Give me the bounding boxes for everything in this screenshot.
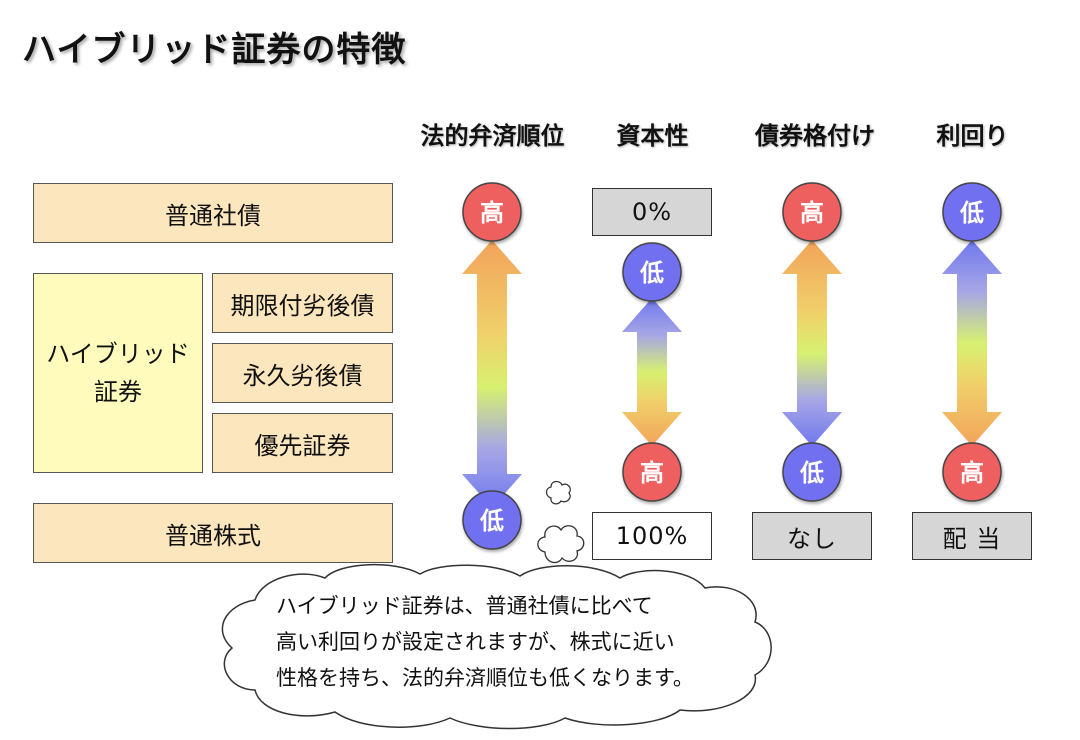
- perpetual-subordinated-bond-box: 永久劣後債: [212, 343, 393, 403]
- hybrid-label-line2: 証券: [94, 378, 142, 406]
- legal-priority-high-label: 高: [480, 199, 504, 227]
- bond-rating-high-label: 高: [800, 199, 824, 227]
- bond-rating-arrow: [782, 240, 842, 446]
- bond-rating-low-marker: 低: [782, 442, 842, 502]
- bubble-line-3: 性格を持ち、法的弁済順位も低くなります。: [276, 666, 694, 690]
- ordinary-bond-box: 普通社債: [33, 183, 393, 243]
- header-capital: 資本性: [616, 122, 689, 150]
- capital-high-marker: 高: [622, 442, 682, 502]
- header-yield: 利回り: [936, 122, 1009, 150]
- yield-low-marker: 低: [942, 182, 1002, 242]
- yield-high-label: 高: [960, 459, 984, 487]
- bubble-line-1: ハイブリッド証券は、普通社債に比べて: [276, 594, 653, 618]
- capital-low-circle: [622, 242, 682, 302]
- common-stock-box: 普通株式: [33, 503, 393, 563]
- preferred-securities-box: 優先証券: [212, 413, 393, 473]
- yield-arrow: [942, 240, 1002, 446]
- legal-priority-high-circle: [462, 182, 522, 242]
- legal-priority-high-marker: 高: [462, 182, 522, 242]
- bond-rating-high-marker: 高: [782, 182, 842, 242]
- thought-puff-small: [545, 480, 571, 505]
- hybrid-label-line1: ハイブリッド: [46, 339, 190, 368]
- capital-hundred-percent-box: 100%: [592, 512, 712, 560]
- capital-arrow: [622, 298, 682, 446]
- capital-zero-percent-box: 0%: [592, 188, 712, 236]
- legal-priority-low-marker: 低: [462, 490, 522, 550]
- header-bond-rating: 債券格付け: [755, 122, 875, 150]
- legal-priority-low-circle: [462, 490, 522, 550]
- capital-low-label: 低: [639, 259, 664, 287]
- legal-priority-low-label: 低: [479, 507, 504, 535]
- bond-rating-high-circle: [782, 182, 842, 242]
- yield-low-label: 低: [959, 199, 984, 227]
- yield-low-circle: [942, 182, 1002, 242]
- yield-dividend-box: 配 当: [912, 512, 1032, 560]
- page-title: ハイブリッド証券の特徴: [22, 30, 407, 70]
- bubble-line-2: 高い利回りが設定されますが、株式に近い: [276, 630, 675, 654]
- header-legal-priority: 法的弁済順位: [420, 122, 565, 150]
- thought-puff-large: [537, 525, 585, 564]
- hybrid-securities-box: ハイブリッド 証券: [33, 273, 203, 473]
- bond-rating-low-circle: [782, 442, 842, 502]
- capital-low-marker: 低: [622, 242, 682, 302]
- bond-rating-low-label: 低: [799, 459, 824, 487]
- yield-high-marker: 高: [942, 442, 1002, 502]
- speech-cloud: [221, 563, 772, 730]
- capital-high-circle: [622, 442, 682, 502]
- legal-priority-arrow: [462, 240, 522, 508]
- bubble-text: ハイブリッド証券は、普通社債に比べて 高い利回りが設定されますが、株式に近い 性…: [276, 588, 694, 696]
- capital-high-label: 高: [640, 459, 664, 487]
- rating-none-box: なし: [752, 512, 872, 560]
- dated-subordinated-bond-box: 期限付劣後債: [212, 273, 393, 333]
- yield-high-circle: [942, 442, 1002, 502]
